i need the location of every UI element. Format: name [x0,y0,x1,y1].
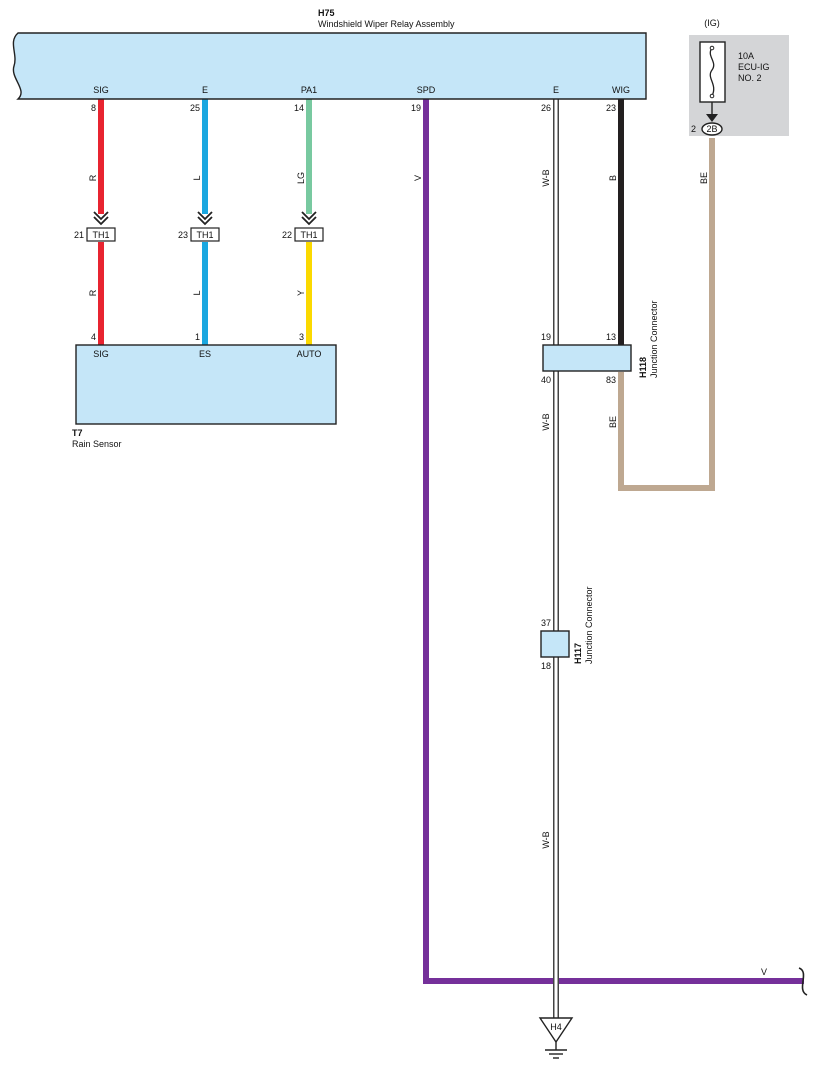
fuse-icon [709,47,715,97]
inline-connector-sig: TH1 21 [74,211,116,242]
rain-sensor-terminal-es: ES [199,349,211,359]
relay-body [12,32,647,100]
relay-pin-e1: 25 [190,103,200,113]
fuse-element [699,41,726,103]
junction-h118-pin-top-right: 13 [606,332,616,342]
chevron-down-icon [301,211,317,226]
junction-h118-body [542,344,632,372]
relay-pin-e2: 26 [541,103,551,113]
relay-terminal-e2: E [553,85,559,95]
fuse-name-line2: NO. 2 [738,73,762,83]
chevron-down-icon [197,211,213,226]
junction-h117-pin-top: 37 [541,618,551,628]
relay-pin-pa1: 14 [294,103,304,113]
wire-beige [618,138,715,491]
rain-sensor-terminal-sig: SIG [93,349,109,359]
inline-connector-code: TH1 [300,230,317,240]
fuse-connector-oval [701,122,723,136]
fuse-rating: 10A [738,51,754,61]
chevron-down-icon [93,211,109,226]
fuse-pin: 2 [691,124,696,134]
relay-terminal-sig: SIG [93,85,109,95]
fuse-supply-label: (IG) [704,18,720,28]
relay-terminal-pa1: PA1 [301,85,317,95]
inline-connector-pin: 21 [74,230,84,240]
junction-h117-body [540,630,570,658]
inline-connector-e: TH1 23 [178,211,220,242]
ground-triangle [538,1017,574,1044]
wire-color-ground-lower: W-B [541,831,551,848]
inline-connector-code: TH1 [92,230,109,240]
wire-color-ground-mid: W-B [541,413,551,430]
fuse-terminal-top [709,45,715,51]
junction-h118-pin-top-left: 19 [541,332,551,342]
wire-color-pa1-upper: LG [296,172,306,184]
wire-spd [423,99,804,984]
wire-color-e-lower: L [192,290,202,295]
rain-sensor-pin-sig: 4 [91,332,96,342]
wire-color-sig-lower: R [88,289,98,296]
junction-h118-name: Junction Connector [649,300,659,378]
relay-terminal-spd: SPD [417,85,436,95]
fuse-connector-code: 2B [706,124,717,134]
inline-connector-pin: 22 [282,230,292,240]
wire-color-e-upper: L [192,175,202,180]
fuse-terminal-bottom [709,93,715,99]
wire-color-ground-upper: W-B [541,169,551,186]
wire-color-beige-lower: BE [608,416,618,428]
junction-h118-pin-bottom-left: 40 [541,375,551,385]
wire-color-pa1-lower: Y [296,290,306,296]
wire-color-fuse-out: BE [699,172,709,184]
fuse-arrow-icon [706,114,718,122]
rain-sensor-pin-es: 1 [195,332,200,342]
relay-pin-sig: 8 [91,103,96,113]
ground-code: H4 [550,1022,562,1032]
wire-color-spd: V [413,175,423,181]
junction-h117-pin-bottom: 18 [541,661,551,671]
wire-color-sig-upper: R [88,174,98,181]
relay-terminal-wig: WIG [612,85,630,95]
junction-h118-pin-bottom-right: 83 [606,375,616,385]
relay-pin-wig: 23 [606,103,616,113]
junction-h118-code: H118 [638,357,648,378]
junction-h117-code: H117 [573,643,583,664]
wire-color-spd-bottom: V [761,967,767,977]
rain-sensor-code: T7 [72,428,83,438]
rain-sensor-body [75,344,337,425]
relay-terminal-e1: E [202,85,208,95]
relay-code: H75 [318,8,335,18]
inline-connector-code: TH1 [196,230,213,240]
rain-sensor-name: Rain Sensor [72,439,122,449]
relay-name: Windshield Wiper Relay Assembly [318,19,455,29]
fuse-name-line1: ECU-IG [738,62,770,72]
rain-sensor-pin-auto: 3 [299,332,304,342]
junction-h117-name: Junction Connector [584,586,594,664]
inline-connector-pa1: TH1 22 [282,211,324,242]
wire-continuation-break [798,967,808,996]
wire-color-wig: B [608,175,618,181]
relay-pin-spd: 19 [411,103,421,113]
rain-sensor-terminal-auto: AUTO [297,349,322,359]
inline-connector-pin: 23 [178,230,188,240]
